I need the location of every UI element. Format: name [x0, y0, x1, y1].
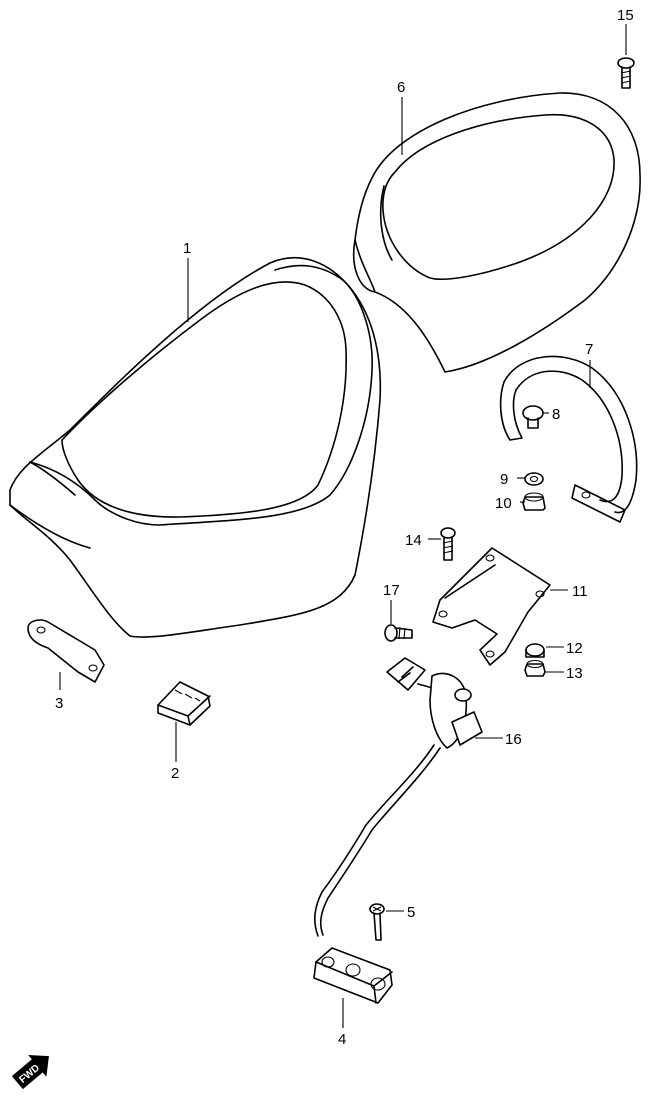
callout-8: 8 [552, 406, 560, 423]
clamp [27, 619, 105, 683]
bolt-14 [440, 527, 456, 561]
rear-seat [352, 92, 641, 373]
callout-5: 5 [407, 904, 415, 921]
callout-6: 6 [397, 79, 405, 96]
callout-17: 17 [383, 582, 400, 599]
callout-14: 14 [405, 532, 422, 549]
nut-10 [522, 492, 546, 511]
callout-12: 12 [566, 640, 583, 657]
bolt-17 [384, 624, 413, 642]
callout-4: 4 [338, 1031, 346, 1048]
washer-9 [524, 472, 544, 486]
callout-1: 1 [183, 240, 191, 257]
callout-3: 3 [55, 695, 63, 712]
leader-lines [59, 24, 627, 1028]
fastener-8 [522, 405, 544, 429]
callout-16: 16 [505, 731, 522, 748]
callout-13: 13 [566, 665, 583, 682]
lock-bracket [432, 547, 551, 666]
bolt-15 [617, 57, 635, 89]
callout-11: 11 [572, 583, 588, 600]
callout-10: 10 [495, 495, 512, 512]
callout-9: 9 [500, 471, 508, 488]
connector [157, 681, 211, 726]
seat-strap [499, 355, 638, 523]
fwd-direction-badge: FWD [11, 1055, 49, 1090]
callout-labels: 15 6 1 7 8 9 10 14 11 17 12 13 3 16 2 5 … [55, 7, 634, 1048]
seat-lock-assembly [313, 657, 483, 937]
screw-5 [369, 903, 385, 941]
nut-13 [524, 659, 546, 677]
nut-12 [525, 643, 545, 658]
front-seat [9, 256, 382, 638]
callout-15: 15 [617, 7, 634, 24]
callout-2: 2 [171, 765, 179, 782]
switch-box [313, 947, 393, 1004]
callout-7: 7 [585, 341, 593, 358]
